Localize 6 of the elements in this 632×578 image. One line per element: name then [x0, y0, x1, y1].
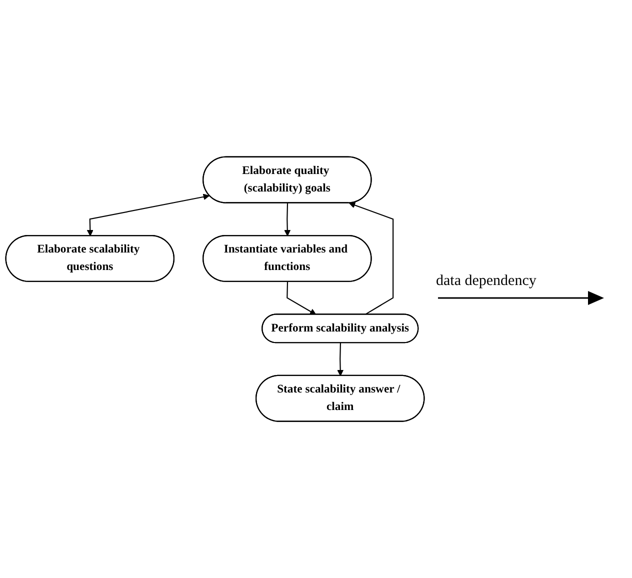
- legend-text: data dependency: [436, 272, 536, 290]
- arrow: [86, 194, 210, 236]
- arrow: [337, 342, 344, 376]
- arrow: [286, 282, 316, 315]
- arrow: [348, 202, 394, 315]
- arrow: [284, 203, 291, 236]
